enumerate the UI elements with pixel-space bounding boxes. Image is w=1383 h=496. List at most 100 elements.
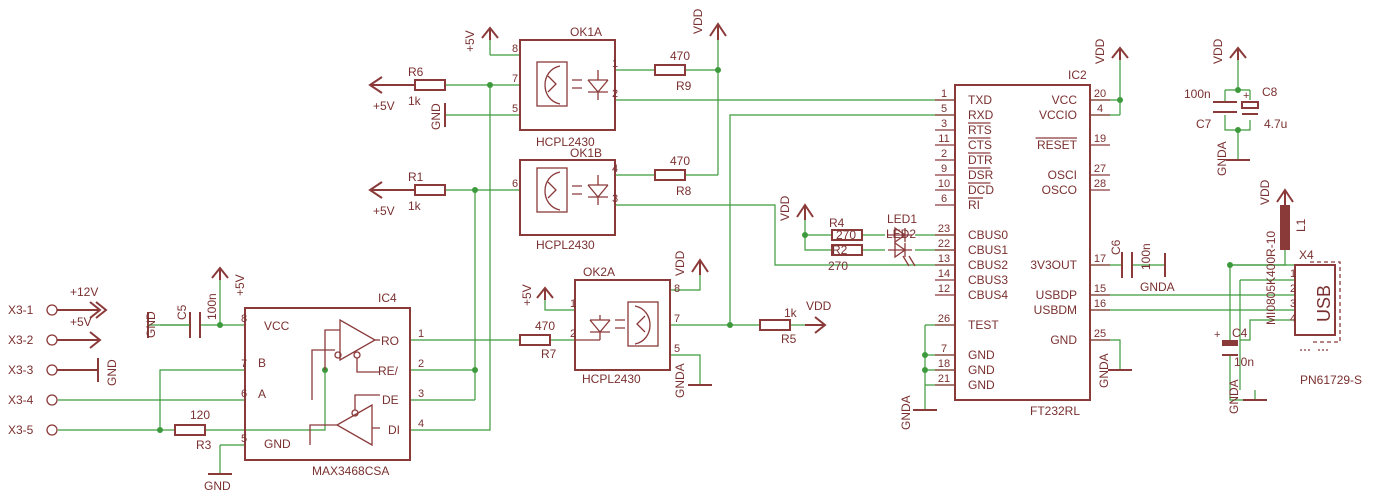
r4-label: R4 [829,216,845,230]
ic2-pin-cbus3-label: CBUS3 [968,273,1008,287]
ft232-gnda: GNDA [899,395,937,430]
ok1b-pin3: 3 [612,193,618,205]
ok1a-pin1: 1 [612,58,618,70]
ok2a-supply: +5V VDD GNDA [520,250,712,398]
x3-12v-label: +12V [70,285,98,299]
ic2-pin-gnd-label: GND [968,348,995,362]
ic2-pin-dcd-label: DCD [968,183,994,197]
ic2: IC2 FT232RL [954,68,1091,418]
l1-part: MI0805K400R-10 [1264,231,1278,325]
r8: 470 R8 [654,154,692,198]
r1: R1 1k +5V [368,170,446,218]
ic2-pin-vccio-label: VCCIO [1039,108,1077,122]
ic4-de: DE [382,393,399,407]
ic4-part: MAX3468CSA [312,464,389,478]
ic2-pin-18-num: 18 [938,358,950,370]
ok2a-pin7: 7 [674,313,680,325]
ic4-pin-4: 4 [418,418,424,430]
c6-label: C6 [1109,239,1123,255]
ok2a-vdd: VDD [673,250,687,276]
ok2a-gnda: GNDA [673,363,687,398]
ic2-pin-cts-label: CTS [968,138,992,152]
l1-vdd: VDD [1258,179,1272,205]
ic2-pin-6-num: 6 [941,193,947,205]
x4-pin1: 1 [1290,268,1296,280]
ic4: IC4 MAX3468CSA VCC B A GND RO RE/ DE DI … [241,291,424,478]
ok2a-name: OK2A [583,265,615,279]
c5: C5 100n GND +5V [144,266,247,338]
ic2-pin-22-num: 22 [938,238,950,250]
x3-5-pad [46,424,58,436]
x3-gnd-label: GND [105,359,119,386]
ok1b: OK1B HCPL2430 6 4 3 [512,146,618,252]
ic4-name: IC4 [378,291,397,305]
r7-value: 470 [535,319,555,333]
c6: C6 100n GNDA [1109,239,1175,294]
ic2-name: IC2 [1068,68,1087,82]
ft-gnd25-label: GNDA [1097,353,1111,388]
ic2-pin-gnd-label: GND [1050,333,1077,347]
x4-pin3: 3 [1290,298,1296,310]
ic2-pin-17-num: 17 [1094,253,1106,265]
ic2-pin-2-num: 2 [941,148,947,160]
l1-name: L1 [1294,218,1308,232]
c6-gnda: GNDA [1140,280,1175,294]
ok2a-pin1: 1 [570,298,576,310]
ic2-pin-cbus0-label: CBUS0 [968,228,1008,242]
ic2-pin-26-num: 26 [938,313,950,325]
ic4-pin-2: 2 [418,358,424,370]
r3: 120 R3 [174,408,212,452]
r7: 470 R7 [519,319,557,361]
ic4-pin-1: 1 [418,328,424,340]
ic4-gnd: GND [264,437,291,451]
r4-value: 270 [836,228,856,242]
r3-value: 120 [190,408,210,422]
c4-gnda: GNDA [1227,379,1241,414]
ic2-pin-9-num: 9 [941,163,947,175]
ok1a-gnd: GND [429,103,443,130]
c7-vdd: VDD [1211,38,1225,64]
ic2-pin-20-num: 20 [1094,88,1106,100]
ic2-pin-ri-label: RI [968,198,980,212]
ic2-pin-1-num: 1 [941,88,947,100]
ft-gnda-label: GNDA [899,395,913,430]
ok1a: OK1A HCPL2430 8 7 5 1 2 [512,25,618,149]
ok2a-pin5: 5 [674,343,680,355]
r5: 1k R5 VDD [759,299,832,346]
x3-5v-label: +5V [70,315,92,329]
ic2-pin-10-num: 10 [938,178,950,190]
led2-name: LED2 [886,227,916,241]
x3-3-pad [46,364,58,376]
c5-gnd-label: GND [144,311,158,338]
x3-1-label: X3-1 [8,303,34,317]
x3-1-pad [46,304,58,316]
ft-gnd25: GNDA [1097,353,1132,388]
ic2-pin-3v3out-label: 3V3OUT [1030,258,1077,272]
ok1a-5v: +5V [463,30,477,52]
ic2-pin-3-num: 3 [941,118,947,130]
r8-label: R8 [676,184,692,198]
svg-text:+: + [1214,329,1220,341]
ok1a-pin2: 2 [612,88,618,100]
r5-value: 1k [784,306,798,320]
led1-name: LED1 [887,212,917,226]
l1: VDD L1 MI0805K400R-10 [1258,179,1308,325]
c8-label: C8 [1262,85,1278,99]
r2-label: R2 [832,243,848,257]
r7-label: R7 [541,347,557,361]
ft-vdd-label: VDD [1093,38,1107,64]
ic2-pin-gnd-label: GND [968,363,995,377]
ok1a-name: OK1A [570,25,602,39]
ok1a-pin8: 8 [512,43,518,55]
ic2-pin-14-num: 14 [938,268,950,280]
ok2a-5v: +5V [520,284,534,306]
x4-usb-label: USB [1314,285,1334,322]
ic4-ro: RO [381,334,399,348]
ic2-pin-28-num: 28 [1094,178,1106,190]
ic2-pin-16-num: 16 [1094,298,1106,310]
ic2-pin-25-num: 25 [1094,328,1106,340]
ic2-pin-19-num: 19 [1094,133,1106,145]
ok1b-pin4: 4 [612,163,618,175]
